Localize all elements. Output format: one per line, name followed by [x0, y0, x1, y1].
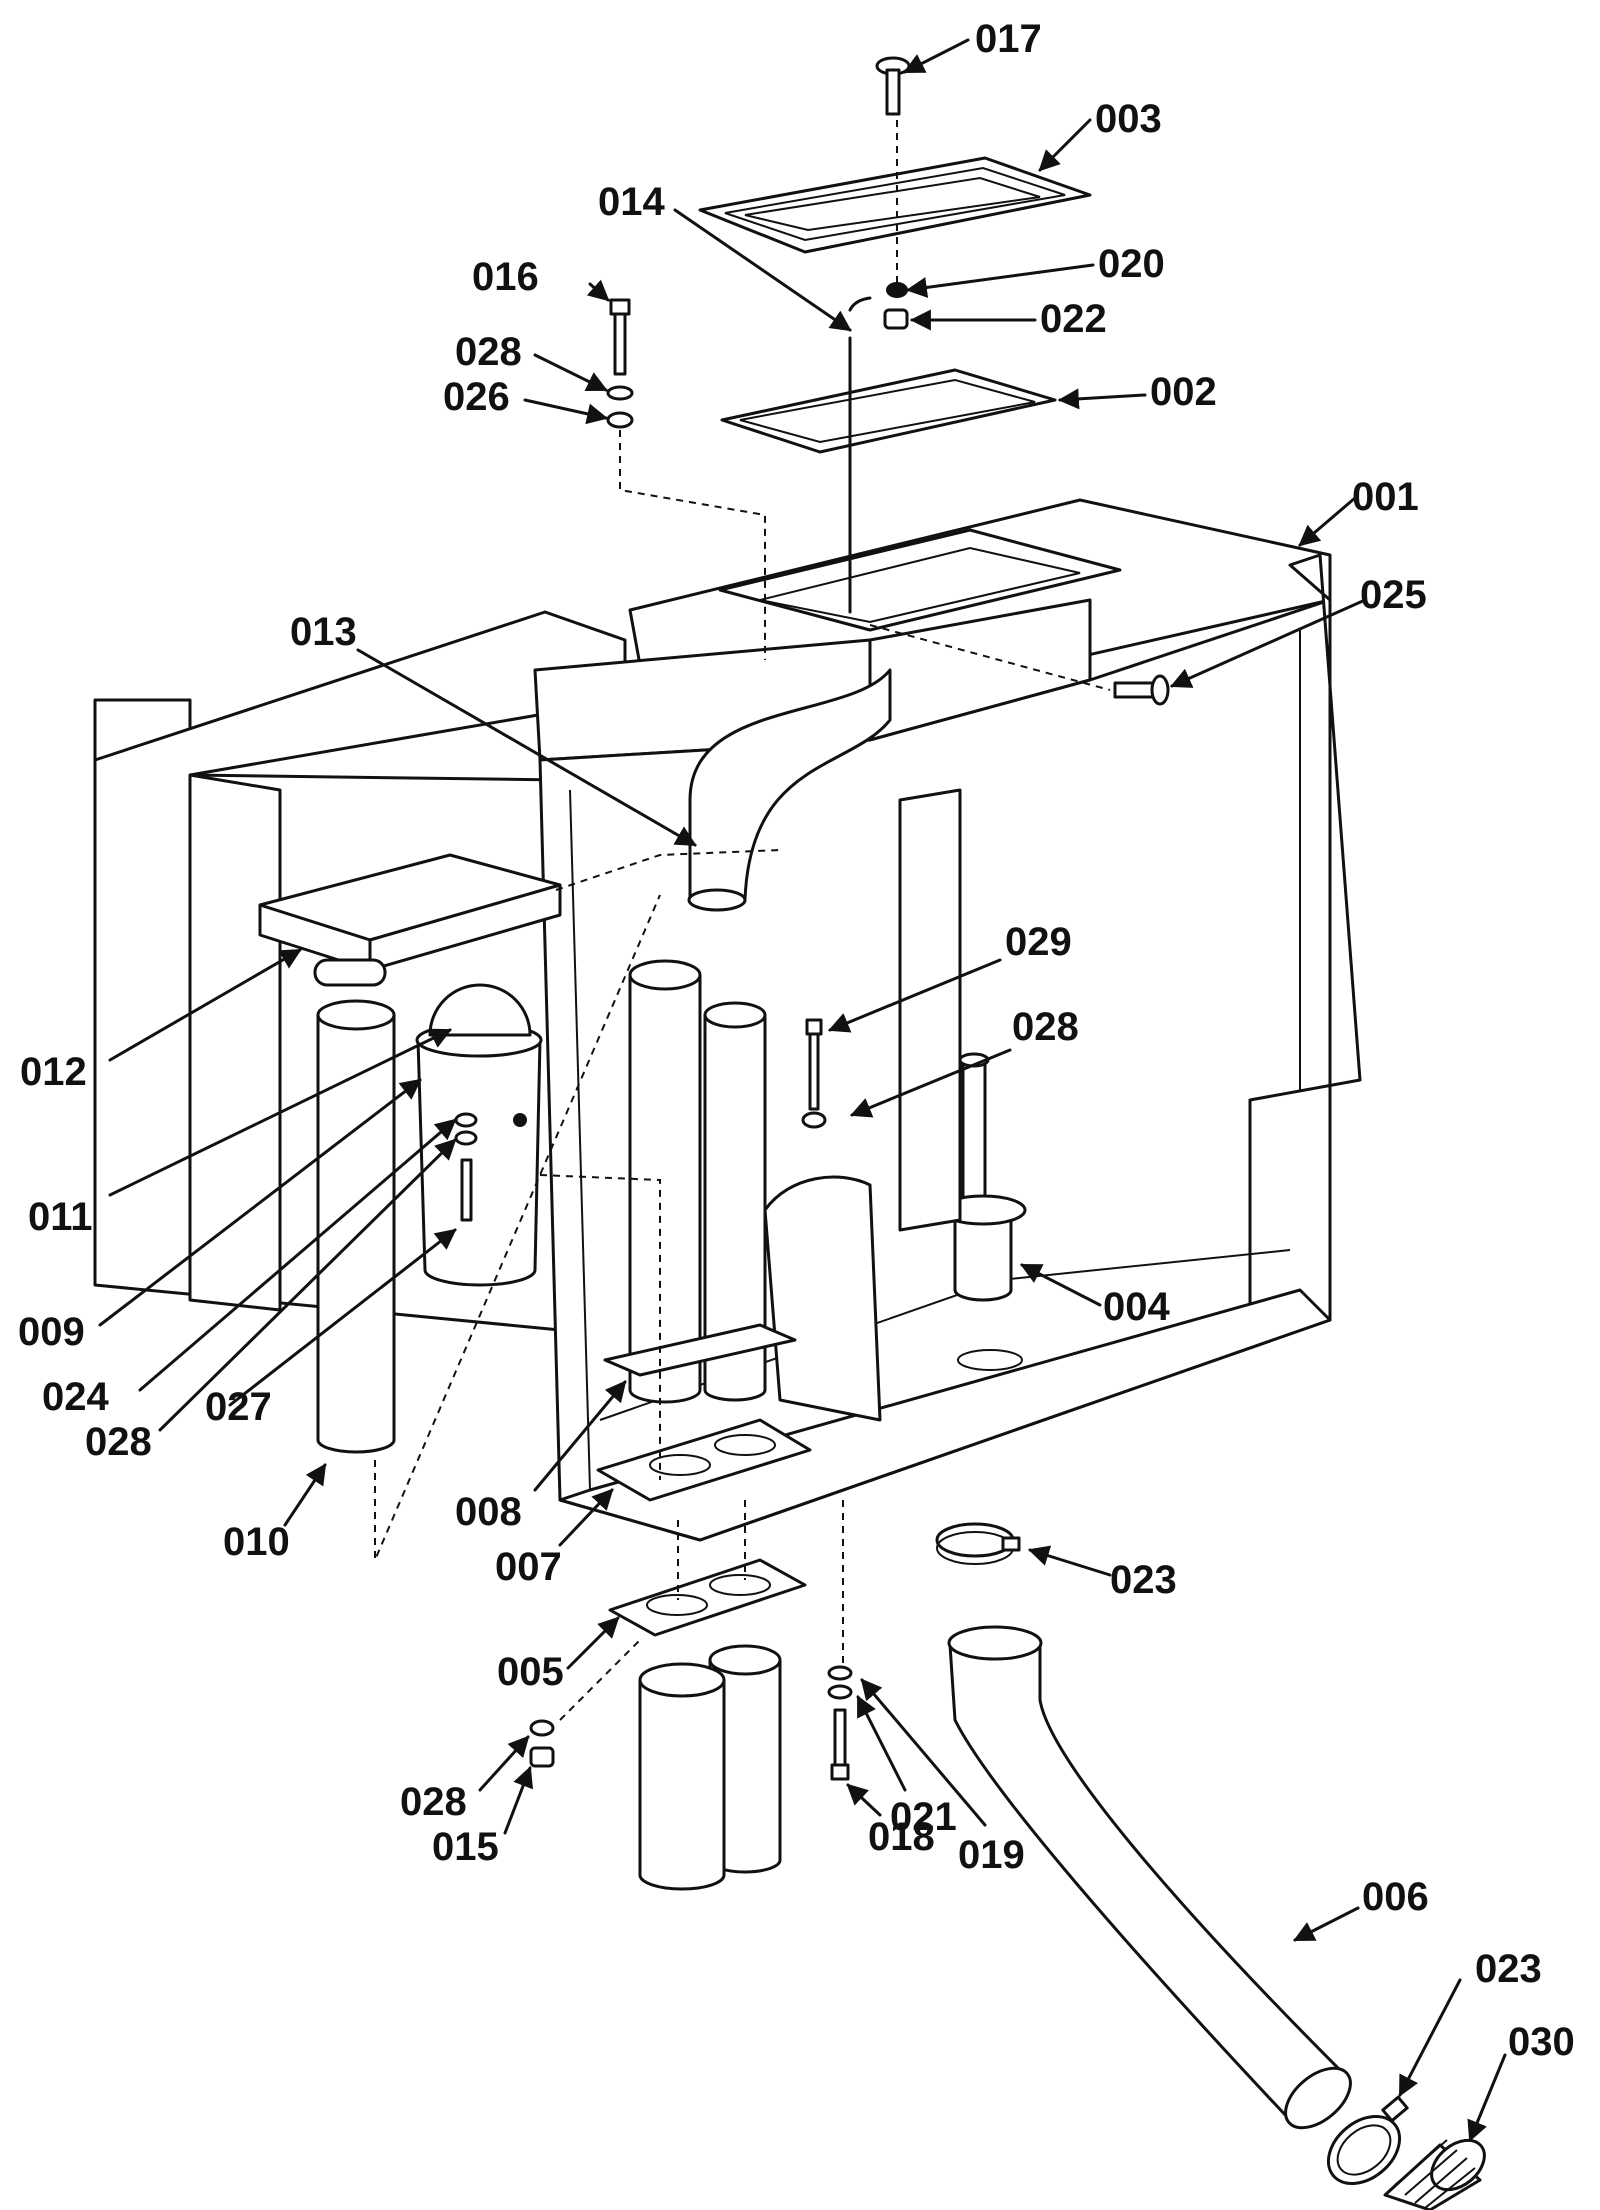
- label-023-lower: 023: [1475, 1947, 1542, 1991]
- nut-washer-020-022: [883, 282, 909, 330]
- label-001: 001: [1352, 475, 1419, 519]
- label-011: 011: [28, 1195, 93, 1239]
- label-006: 006: [1362, 1875, 1429, 1919]
- label-023-upper: 023: [1110, 1558, 1177, 1602]
- cone: [763, 1175, 882, 1422]
- tubes-008: [628, 959, 767, 1404]
- label-019: 019: [958, 1833, 1025, 1877]
- gasket-005: [608, 1558, 807, 1637]
- label-002: 002: [1150, 370, 1217, 414]
- canister-009: [415, 983, 543, 1287]
- label-016: 016: [472, 255, 539, 299]
- pipe-006: [947, 1625, 1352, 2130]
- label-007: 007: [495, 1545, 562, 1589]
- label-028-top: 028: [455, 330, 522, 374]
- bolt-018: [827, 1665, 853, 1781]
- label-026: 026: [443, 375, 510, 419]
- coupling-030: [1383, 2138, 1486, 2210]
- cover-003: [698, 156, 1092, 254]
- label-020: 020: [1098, 242, 1165, 286]
- clamp-023: [935, 1522, 1021, 1565]
- duct-013: [687, 668, 892, 912]
- label-003: 003: [1095, 97, 1162, 141]
- tubes-lower: [638, 1644, 782, 1891]
- label-014: 014: [598, 180, 665, 224]
- label-025: 025: [1360, 573, 1427, 617]
- assembly-lines: [374, 120, 1111, 1721]
- label-008: 008: [455, 1490, 522, 1534]
- label-029: 029: [1005, 920, 1072, 964]
- wire-014-top: [848, 296, 872, 312]
- label-024: 024: [42, 1375, 109, 1419]
- label-022: 022: [1040, 297, 1107, 341]
- label-012: 012: [20, 1050, 87, 1094]
- screw-017: [875, 56, 911, 116]
- bolt-016: [606, 298, 634, 429]
- top-plate-012: [258, 853, 562, 987]
- gasket-008: [603, 1323, 797, 1377]
- part-labels: 017 003 014 020 022 016 028 026 002 001 …: [18, 17, 1575, 2064]
- label-028-mid: 028: [1012, 1005, 1079, 1049]
- label-017: 017: [975, 17, 1042, 61]
- label-021: 021: [890, 1795, 957, 1839]
- label-004: 004: [1103, 1285, 1170, 1329]
- bolt-029: [801, 1018, 827, 1129]
- label-013: 013: [290, 610, 357, 654]
- label-030: 030: [1508, 2020, 1575, 2064]
- leader-arrows: [98, 38, 1507, 2142]
- rear-post: [898, 788, 962, 1232]
- gasket-002: [720, 368, 1057, 454]
- screw-025: [1113, 674, 1170, 706]
- label-027: 027: [205, 1385, 272, 1429]
- label-028-bottom: 028: [400, 1780, 467, 1824]
- label-010: 010: [223, 1520, 290, 1564]
- label-018: 018: [868, 1815, 935, 1859]
- tube-010: [316, 999, 396, 1454]
- label-015: 015: [432, 1825, 499, 1869]
- flange-007: [596, 1418, 812, 1502]
- nut-015-washer-028: [529, 1719, 555, 1768]
- label-005: 005: [497, 1650, 564, 1694]
- clamp-023-lower: [1326, 2095, 1409, 2185]
- label-009: 009: [18, 1310, 85, 1354]
- label-028-left: 028: [85, 1420, 152, 1464]
